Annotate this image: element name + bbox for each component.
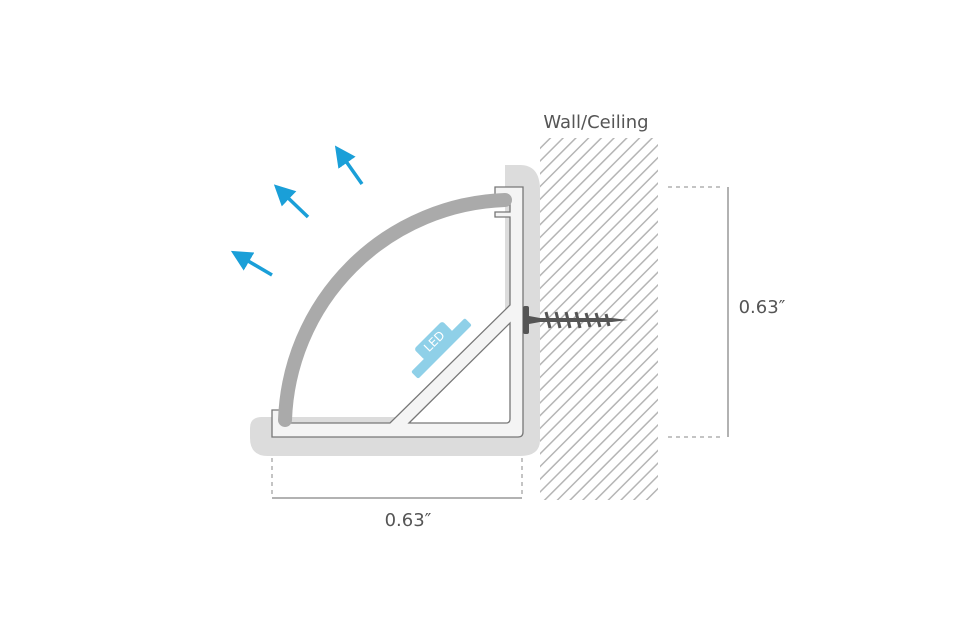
width-dimension (271, 458, 523, 499)
screw-icon (523, 306, 628, 334)
diffuser-cover (278, 193, 512, 427)
light-direction-arrow (230, 250, 273, 277)
led-strip: LED (411, 318, 472, 379)
width-label: 0.63″ (385, 510, 432, 531)
height-label: 0.63″ (739, 297, 786, 318)
height-dimension (668, 186, 729, 438)
light-direction-arrows (230, 145, 364, 277)
light-direction-arrow (273, 184, 310, 219)
profile-inner-triangle (407, 321, 511, 424)
light-direction-arrow (334, 145, 364, 186)
wall-label: Wall/Ceiling (543, 112, 648, 133)
